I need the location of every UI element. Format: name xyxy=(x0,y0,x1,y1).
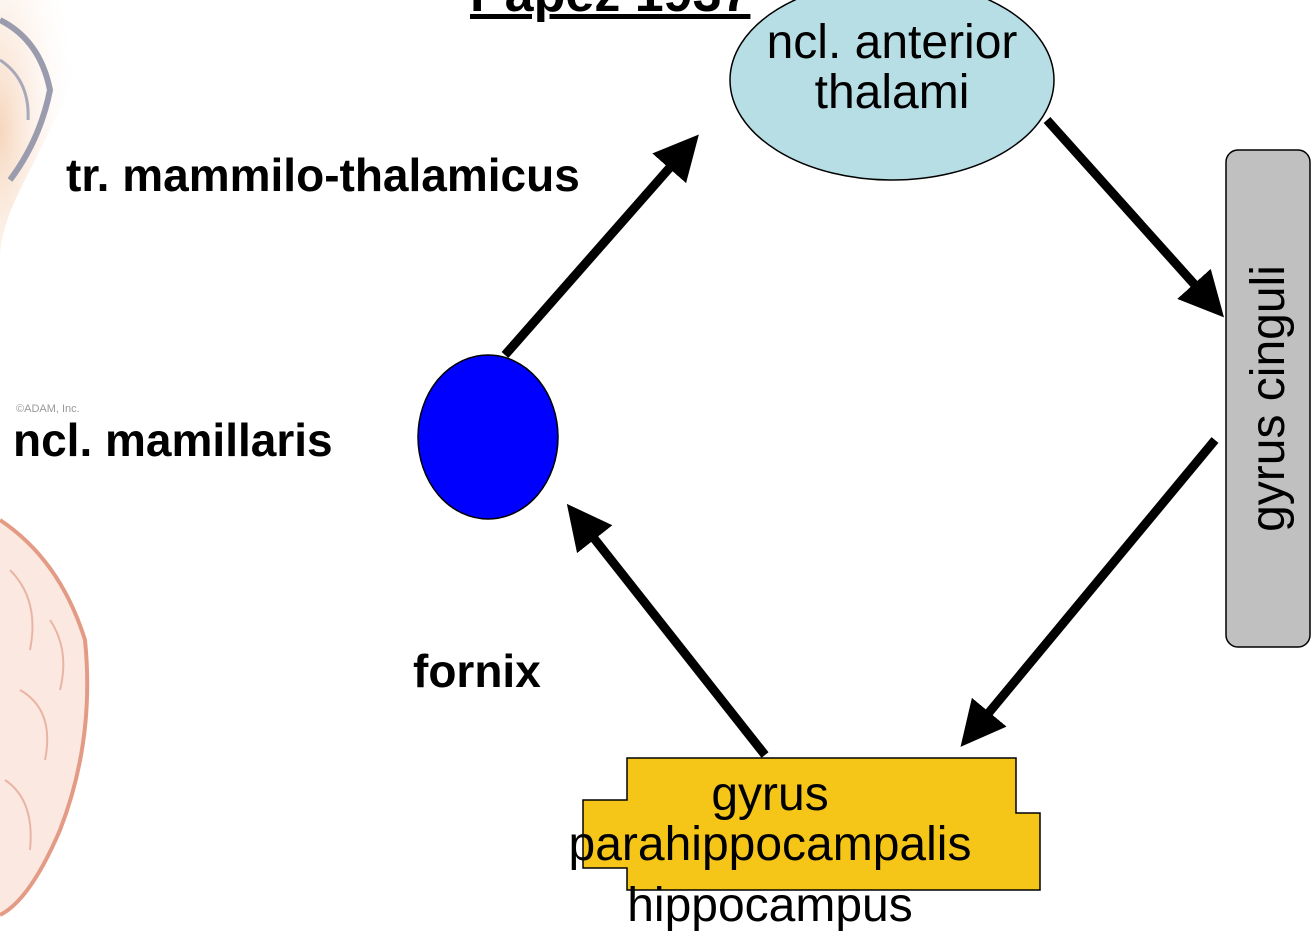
gyrus-cinguli-label-box: gyrus cinguli xyxy=(1226,150,1310,647)
tract-label: tr. mammilo-thalamicus xyxy=(66,149,580,201)
node-gyrus-cinguli xyxy=(1225,149,1311,648)
arrow-anterior-to-cinguli xyxy=(1043,116,1225,318)
mamillaris-label: ncl. mamillaris xyxy=(13,414,333,466)
arrow-para-to-mamillaris xyxy=(566,503,769,758)
anterior-thalami-label: ncl. anterior thalami xyxy=(732,16,1052,120)
gyrus-cinguli-label: gyrus cinguli xyxy=(1241,265,1295,532)
fornix-label: fornix xyxy=(413,645,541,697)
anterior-thalami-line1: ncl. anterior xyxy=(766,16,1018,69)
arrow-mamillaris-to-anterior xyxy=(501,134,699,358)
parahippocampalis-label: gyrus parahippocampalis hippocampus xyxy=(520,768,1020,932)
node-parahippocampalis xyxy=(582,757,1041,891)
node-anterior-thalami xyxy=(729,0,1055,181)
diagram-title: Papez 1937 xyxy=(470,0,750,20)
parahippocampalis-line2: hippocampus xyxy=(627,878,913,932)
brain-illustration xyxy=(0,0,90,917)
image-credit: ©ADAM, Inc. xyxy=(16,403,80,415)
parahippocampalis-line1: gyrus parahippocampalis xyxy=(568,768,972,872)
node-mamillaris xyxy=(417,354,559,520)
anterior-thalami-line2: thalami xyxy=(814,66,970,120)
arrow-cinguli-to-para xyxy=(960,437,1219,747)
